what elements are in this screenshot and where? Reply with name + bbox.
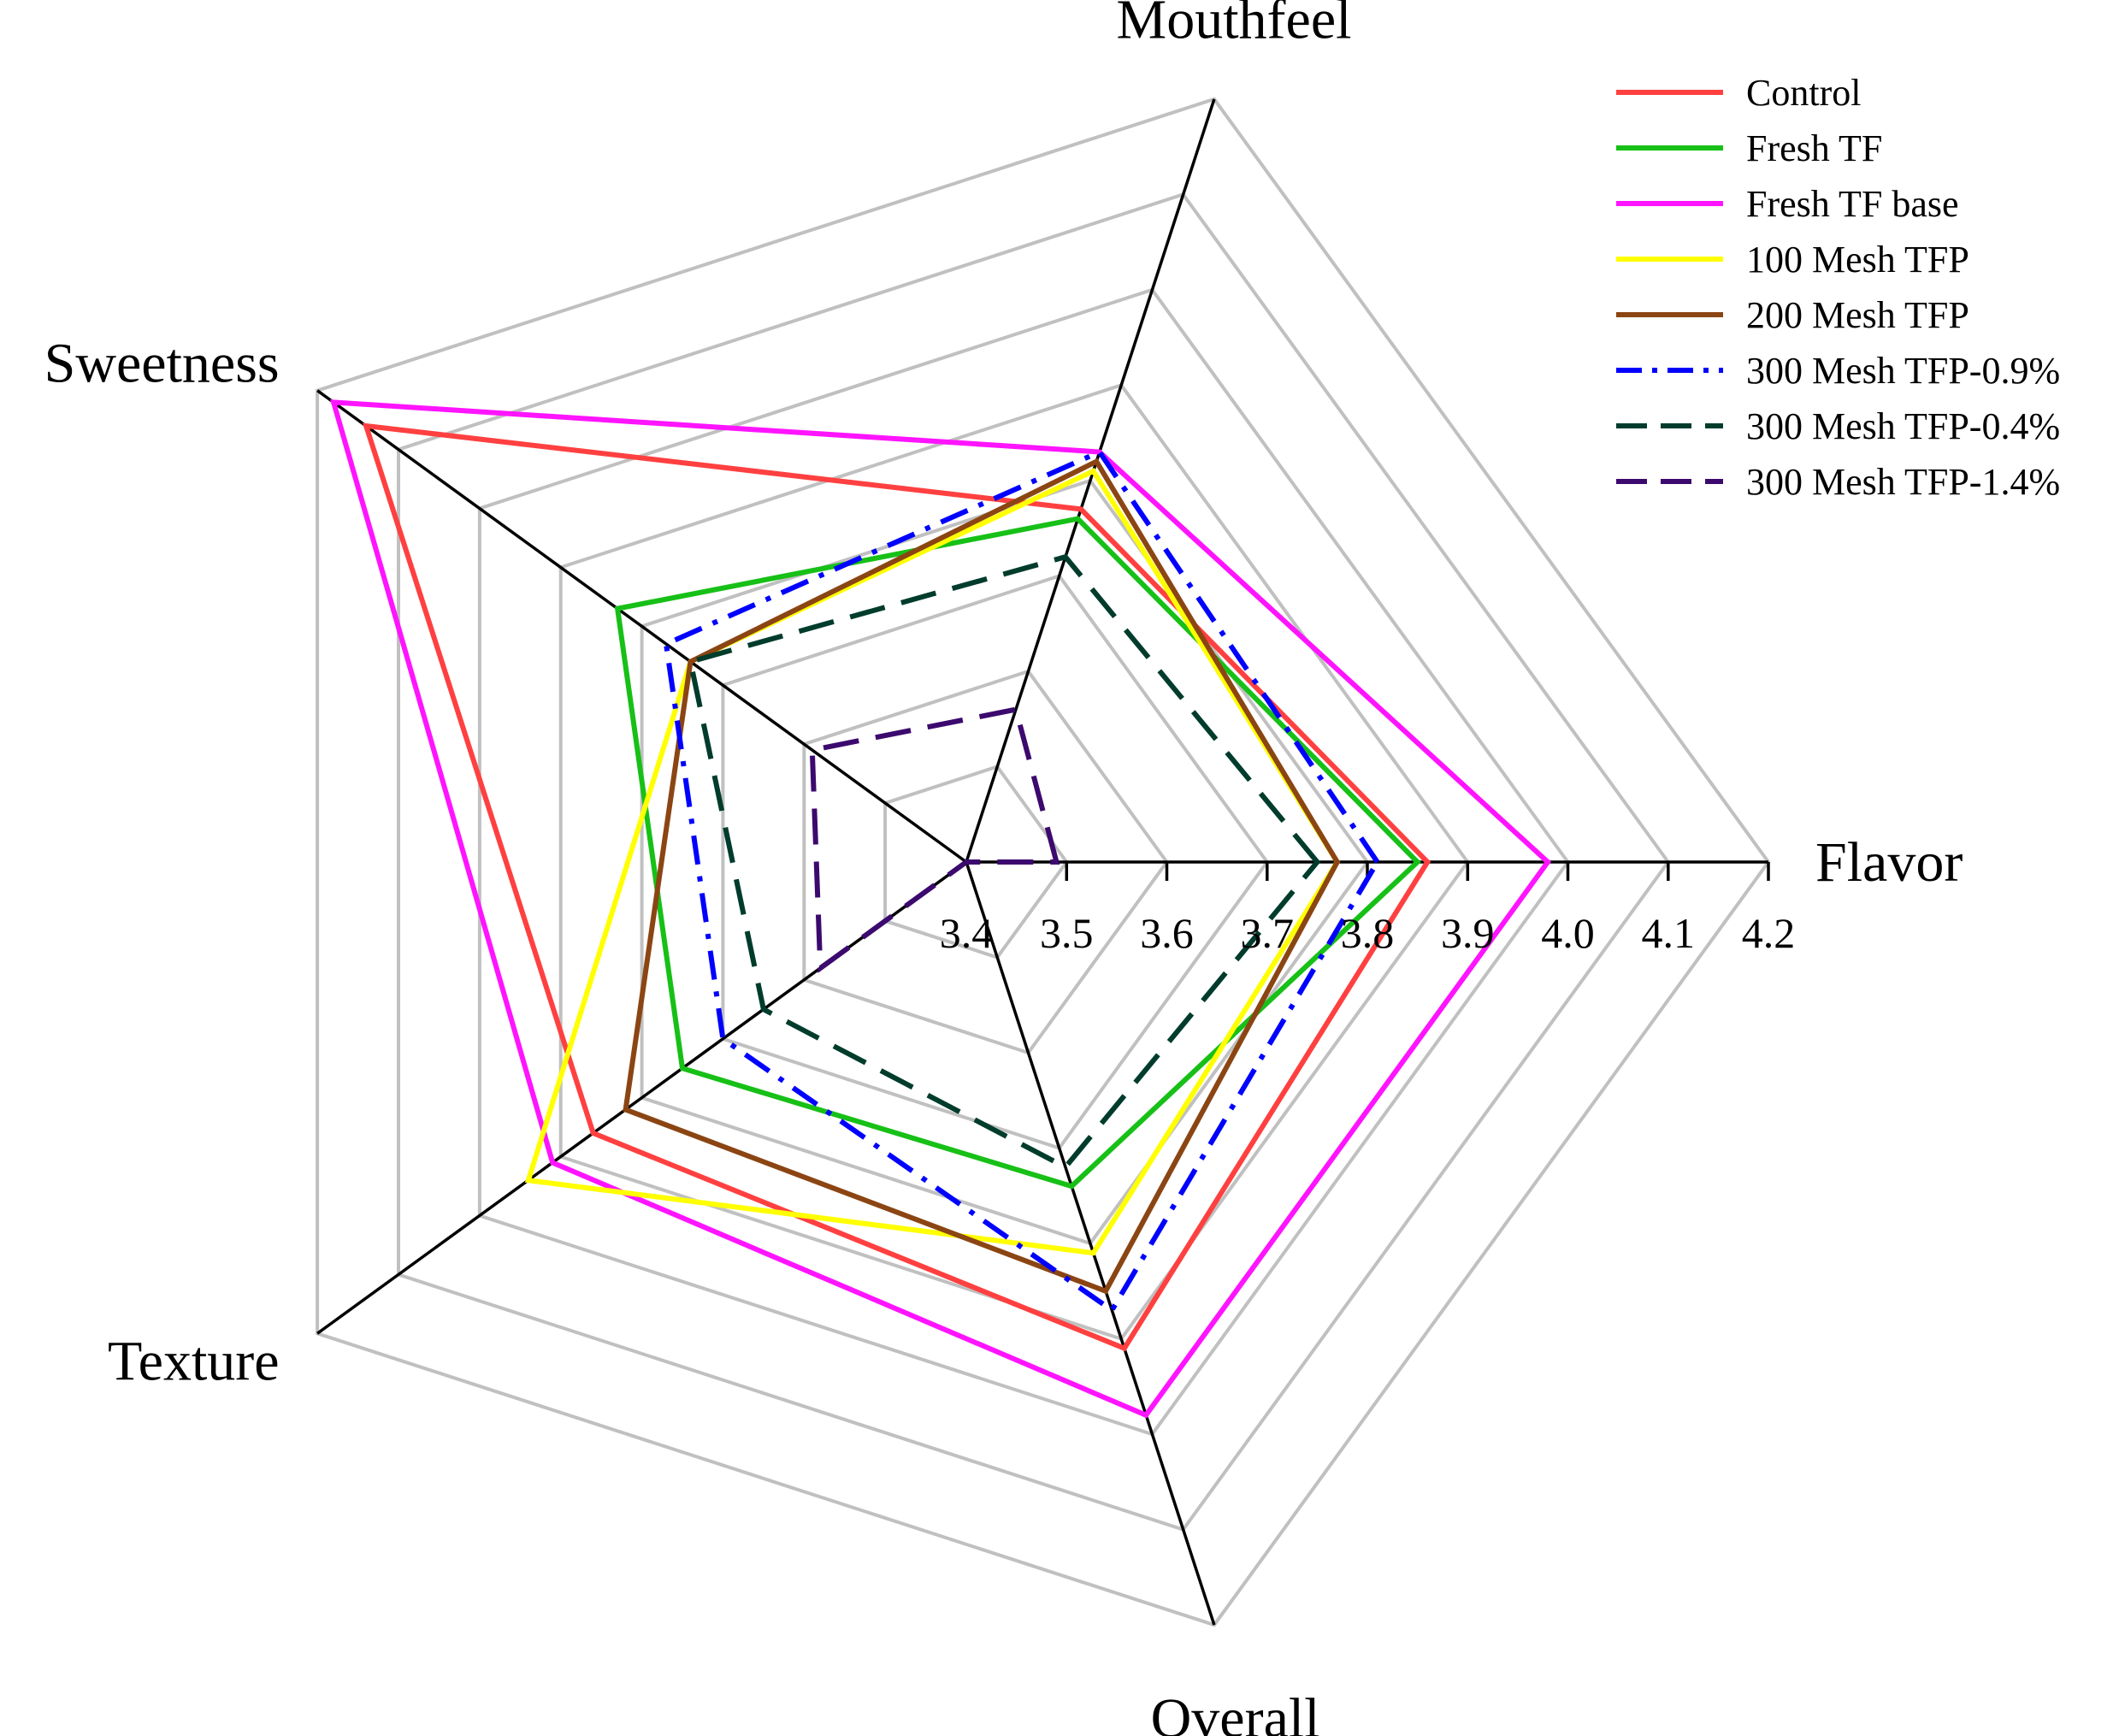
legend-label: Fresh TF base: [1746, 183, 1959, 225]
labels: 3.4 3.5 3.6 3.7 3.8 3.9 4.0 4.1 4.2 Flavor Mouthfe…: [44, 0, 1963, 1736]
tick-label: 3.8: [1341, 909, 1395, 957]
legend-label: Fresh TF: [1746, 127, 1882, 169]
grid-ring: [397, 192, 1671, 1532]
legend-label: 100 Mesh TFP: [1746, 239, 1969, 280]
legend-label: 200 Mesh TFP: [1746, 294, 1969, 336]
legend-item: 300 Mesh TFP-1.4%: [1616, 461, 2060, 503]
legend-item: Fresh TF: [1616, 127, 1882, 169]
grid-ring: [477, 287, 1570, 1437]
grid-ring: [802, 669, 1169, 1055]
legend-label: 300 Mesh TFP-0.9%: [1746, 350, 2060, 392]
legend-item: 300 Mesh TFP-0.4%: [1616, 405, 2060, 447]
tick-label: 3.7: [1241, 909, 1295, 957]
tick-label: 3.5: [1040, 909, 1094, 957]
axis-line-texture: [316, 860, 968, 1335]
legend-item: Fresh TF base: [1616, 183, 1959, 225]
series-control: [362, 422, 1431, 1352]
axis-label-overall: Overall: [1151, 1687, 1320, 1736]
series-100-mesh-tfp: [524, 467, 1341, 1256]
series-200-mesh-tfp: [623, 458, 1341, 1295]
series-fresh-tf: [614, 516, 1421, 1190]
axis-label-flavor: Flavor: [1815, 831, 1963, 894]
legend-label: Control: [1746, 72, 1861, 114]
axis-label-sweetness: Sweetness: [44, 332, 280, 394]
grid-ring: [721, 574, 1270, 1150]
legend-item: 100 Mesh TFP: [1616, 239, 1969, 280]
series-300-mesh-tfp-0-9: [663, 448, 1381, 1314]
tick-label: 4.2: [1742, 909, 1796, 957]
axis-label-mouthfeel: Mouthfeel: [1117, 0, 1352, 51]
legend-item: 300 Mesh TFP-0.9%: [1616, 350, 2060, 392]
series-fresh-tf-base: [330, 399, 1552, 1419]
series-300-mesh-tfp-0-4: [687, 553, 1321, 1171]
legend-item: Control: [1616, 72, 1861, 114]
tick-label: 3.9: [1441, 909, 1495, 957]
grid-ring: [883, 765, 1069, 960]
axis-label-texture: Texture: [108, 1331, 280, 1393]
series-300-mesh-tfp-1-4: [809, 706, 1060, 973]
tick-label: 4.1: [1642, 909, 1696, 957]
series: [330, 399, 1552, 1419]
legend-item: 200 Mesh TFP: [1616, 294, 1969, 336]
legend-label: 300 Mesh TFP-1.4%: [1746, 461, 2060, 503]
axis-line-overall: [965, 861, 1216, 1626]
tick-label: 4.0: [1541, 909, 1595, 957]
axis-line-mouthfeel: [965, 98, 1216, 863]
tick-label: 3.4: [940, 909, 994, 957]
tick-label: 3.6: [1140, 909, 1194, 957]
axis-line-sweetness: [316, 389, 968, 864]
legend-label: 300 Mesh TFP-0.4%: [1746, 405, 2060, 447]
grid-ring: [316, 97, 1771, 1627]
axes: [316, 98, 1770, 1626]
